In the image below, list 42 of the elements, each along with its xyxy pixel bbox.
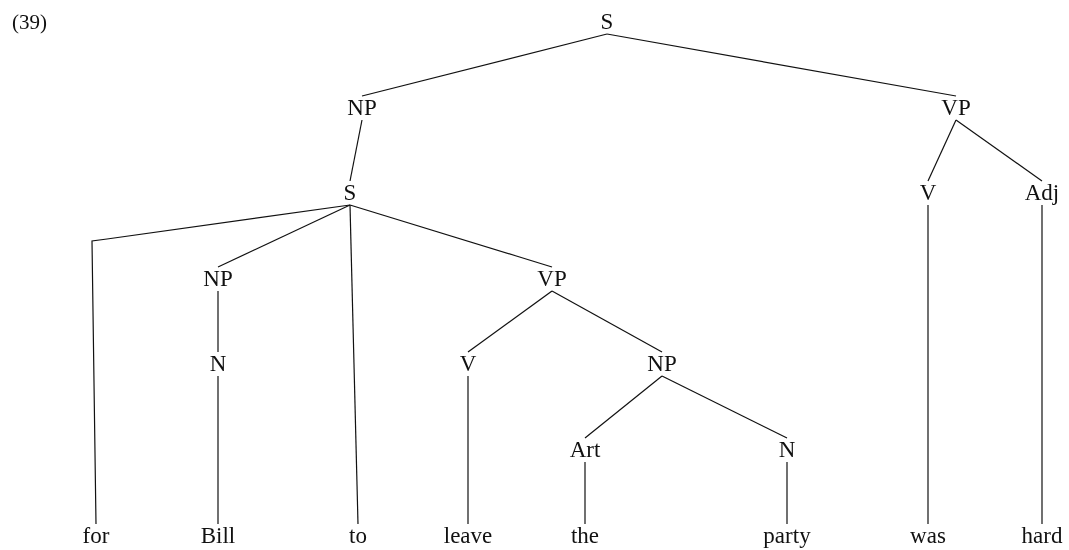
- tree-branch-line: [786, 461, 788, 525]
- word-label: the: [570, 523, 600, 549]
- tree-branch-line: [217, 290, 219, 353]
- example-number: (39): [12, 10, 47, 34]
- category-label: S: [600, 9, 614, 35]
- tree-branch-line: [927, 119, 957, 182]
- tree-branch-line: [467, 375, 469, 525]
- tree-branch-line: [551, 290, 663, 353]
- tree-branch-line: [217, 204, 351, 268]
- category-label: VP: [941, 95, 971, 121]
- tree-branch-line: [584, 375, 663, 439]
- word-label: leave: [443, 523, 493, 549]
- category-label: NP: [647, 351, 677, 377]
- category-label: N: [778, 437, 796, 463]
- tree-branch-line: [91, 204, 351, 525]
- tree-branch-line: [349, 204, 553, 268]
- category-label: NP: [347, 95, 377, 121]
- tree-branch-line: [661, 375, 788, 439]
- tree-branch-line: [606, 33, 957, 97]
- tree-branch-line: [1041, 204, 1043, 525]
- tree-branch-line: [349, 204, 359, 525]
- category-label: N: [209, 351, 227, 377]
- tree-branch-line: [927, 204, 929, 525]
- word-label: to: [349, 523, 367, 549]
- tree-branch-line: [955, 119, 1043, 182]
- category-label: Art: [569, 437, 601, 463]
- word-label: party: [763, 523, 811, 549]
- tree-branch-line: [467, 290, 553, 353]
- word-label: was: [910, 523, 946, 549]
- category-label: Adj: [1024, 180, 1060, 206]
- word-label: hard: [1021, 523, 1063, 549]
- tree-branch-line: [361, 33, 608, 97]
- word-label: for: [82, 523, 110, 549]
- tree-branch-line: [217, 375, 219, 525]
- word-label: Bill: [200, 523, 236, 549]
- category-label: V: [459, 351, 477, 377]
- category-label: NP: [203, 266, 233, 292]
- category-label: V: [919, 180, 937, 206]
- tree-branch-line: [349, 119, 363, 182]
- category-label: VP: [537, 266, 567, 292]
- tree-branch-line: [584, 461, 586, 525]
- category-label: S: [343, 180, 357, 206]
